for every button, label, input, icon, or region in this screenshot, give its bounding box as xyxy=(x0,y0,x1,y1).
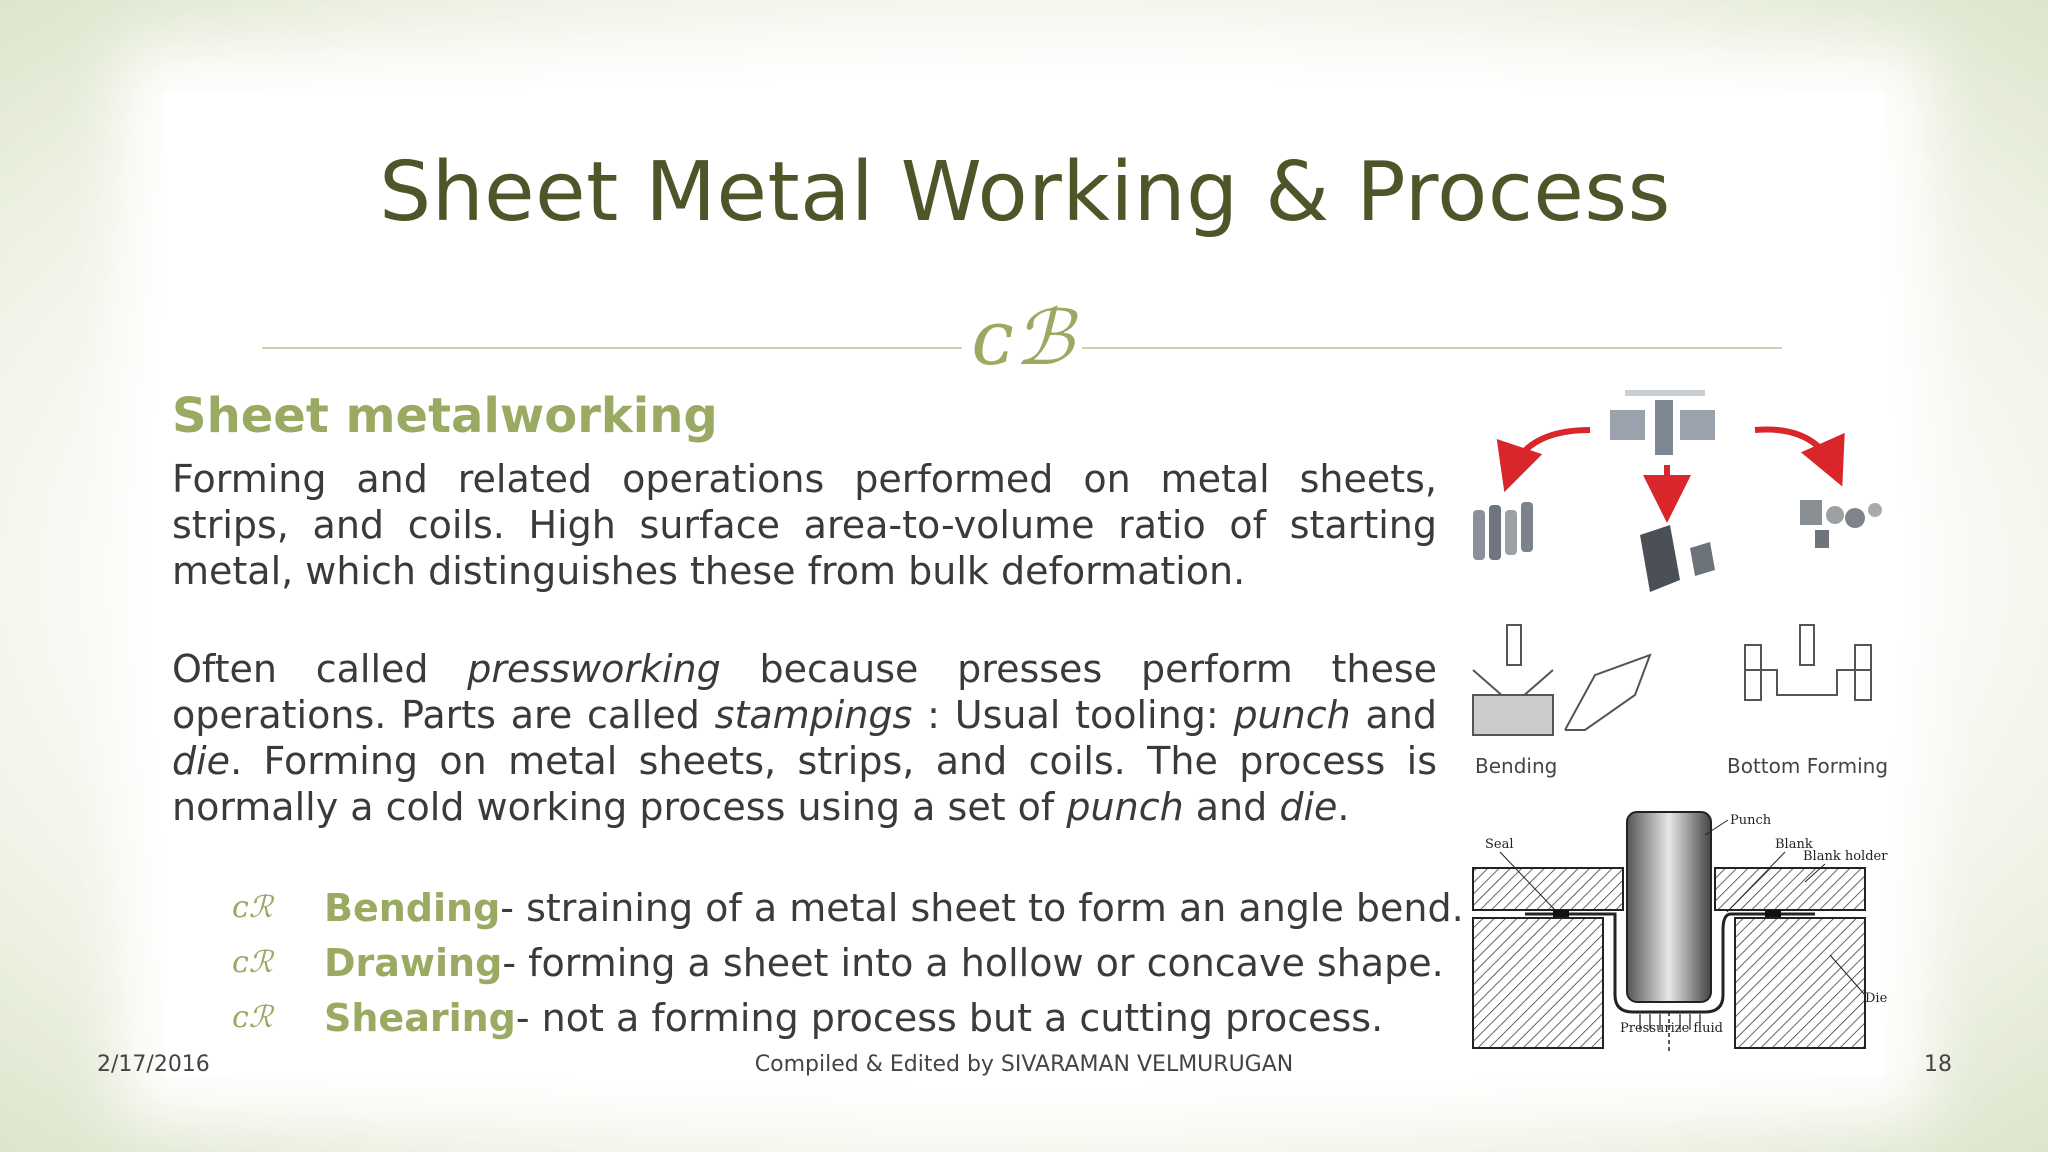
bending-die-icon xyxy=(1472,624,1652,736)
seal-left xyxy=(1553,910,1569,917)
title-divider-right xyxy=(1082,347,1782,349)
bullet-term: Bending xyxy=(324,885,501,930)
blank-holder-right xyxy=(1714,867,1866,911)
text-run: and xyxy=(1183,785,1280,829)
bullet-icon: ᴄℛ xyxy=(232,945,273,980)
bullet-icon: ᴄℛ xyxy=(232,1000,273,1035)
punch-icon xyxy=(1626,811,1712,1003)
text-run: . xyxy=(1337,785,1350,829)
bullet-text: - straining of a metal sheet to form an … xyxy=(500,885,1464,930)
blank-holder-left xyxy=(1472,867,1624,911)
bending-forming-diagram: Bending Bottom Forming xyxy=(1472,624,1888,778)
title-divider-left xyxy=(262,347,962,349)
drawn-cups-icon xyxy=(1473,502,1533,560)
bottom-formed-parts-icon xyxy=(1800,500,1882,548)
italic-term: punch xyxy=(1066,785,1184,829)
box-parts-icon xyxy=(1640,525,1715,592)
deep-drawing-diagram: Seal Punch Blank Blank holder Die Pressu… xyxy=(1472,811,1888,1052)
label-blank-holder: Blank holder xyxy=(1803,849,1888,864)
intro-paragraph: Forming and related operations performed… xyxy=(172,457,1437,593)
arrow-left-icon xyxy=(1496,427,1591,493)
pressworking-paragraph: Often called pressworking because presse… xyxy=(172,646,1437,830)
list-item: ᴄℛ Bending - straining of a metal sheet … xyxy=(232,880,1464,935)
bullet-term: Shearing xyxy=(324,995,516,1040)
arrow-right-icon xyxy=(1754,426,1845,487)
footer-date: 2/17/2016 xyxy=(97,1052,210,1077)
label-seal: Seal xyxy=(1485,837,1514,852)
label-punch: Punch xyxy=(1730,813,1772,828)
fluid-pressure-arrows xyxy=(1639,1014,1701,1030)
label-pressurize-fluid: Pressurize fluid xyxy=(1620,1021,1723,1036)
press-tool-icon xyxy=(1610,390,1715,455)
slide-number: 18 xyxy=(1924,1052,1952,1077)
caption-bottom-forming: Bottom Forming xyxy=(1727,754,1888,778)
italic-term: die xyxy=(1279,785,1338,829)
seal-right xyxy=(1765,910,1781,917)
text-run: . Forming on metal sheets, strips, and c… xyxy=(172,739,1437,829)
list-item: ᴄℛ Shearing - not a forming process but … xyxy=(232,990,1464,1045)
italic-term: punch xyxy=(1233,693,1351,737)
sheet-metal-process-figure xyxy=(1473,390,1882,592)
bullet-text: - forming a sheet into a hollow or conca… xyxy=(502,940,1444,985)
italic-term: pressworking xyxy=(467,647,721,691)
ornament-icon: ᴄℬ xyxy=(971,293,1074,382)
text-run: : Usual tooling: xyxy=(912,693,1234,737)
footer-credit: Compiled & Edited by SIVARAMAN VELMURUGA… xyxy=(754,1052,1294,1077)
italic-term: stampings xyxy=(714,693,913,737)
bullet-list: ᴄℛ Bending - straining of a metal sheet … xyxy=(232,880,1464,1045)
bottom-forming-die-icon xyxy=(1744,624,1872,701)
italic-term: die xyxy=(172,739,231,783)
text-run: and xyxy=(1350,693,1438,737)
text-run: Often called xyxy=(172,647,468,691)
die-right xyxy=(1734,917,1866,1049)
slide-title: Sheet Metal Working & Process xyxy=(379,145,1671,240)
label-blank: Blank xyxy=(1775,837,1813,852)
bullet-term: Drawing xyxy=(324,940,503,985)
list-item: ᴄℛ Drawing - forming a sheet into a holl… xyxy=(232,935,1464,990)
section-heading: Sheet metalworking xyxy=(172,388,718,444)
bullet-text: - not a forming process but a cutting pr… xyxy=(515,995,1384,1040)
label-die: Die xyxy=(1865,991,1888,1006)
die-left xyxy=(1472,917,1604,1049)
text-run: because presses perform these operations… xyxy=(172,647,1437,737)
bullet-icon: ᴄℛ xyxy=(232,890,273,925)
caption-bending: Bending xyxy=(1475,754,1557,778)
